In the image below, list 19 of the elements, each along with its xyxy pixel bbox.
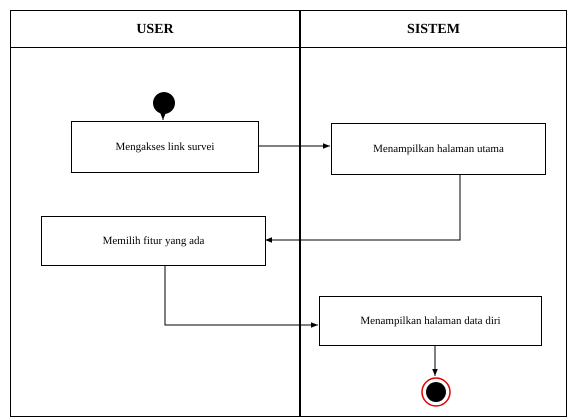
activity-label: Memilih fitur yang ada <box>102 234 204 249</box>
activity-box <box>71 121 259 173</box>
lane-header: USER <box>136 20 174 38</box>
arrow <box>160 112 166 120</box>
swimlane <box>10 10 300 417</box>
arrow <box>264 174 460 243</box>
swimlane <box>300 10 567 417</box>
arrow <box>432 344 438 376</box>
arrow <box>164 264 318 328</box>
activity-label: Menampilkan halaman data diri <box>360 314 501 329</box>
end-node <box>421 377 451 407</box>
activity-box <box>319 296 542 346</box>
lane-header: SISTEM <box>407 20 460 38</box>
activity-label: Menampilkan halaman utama <box>373 142 504 157</box>
activity-label: Mengakses link survei <box>116 140 214 155</box>
activity-box <box>41 216 266 266</box>
arrow <box>258 143 330 149</box>
activity-box <box>331 123 546 175</box>
start-node <box>153 92 175 114</box>
